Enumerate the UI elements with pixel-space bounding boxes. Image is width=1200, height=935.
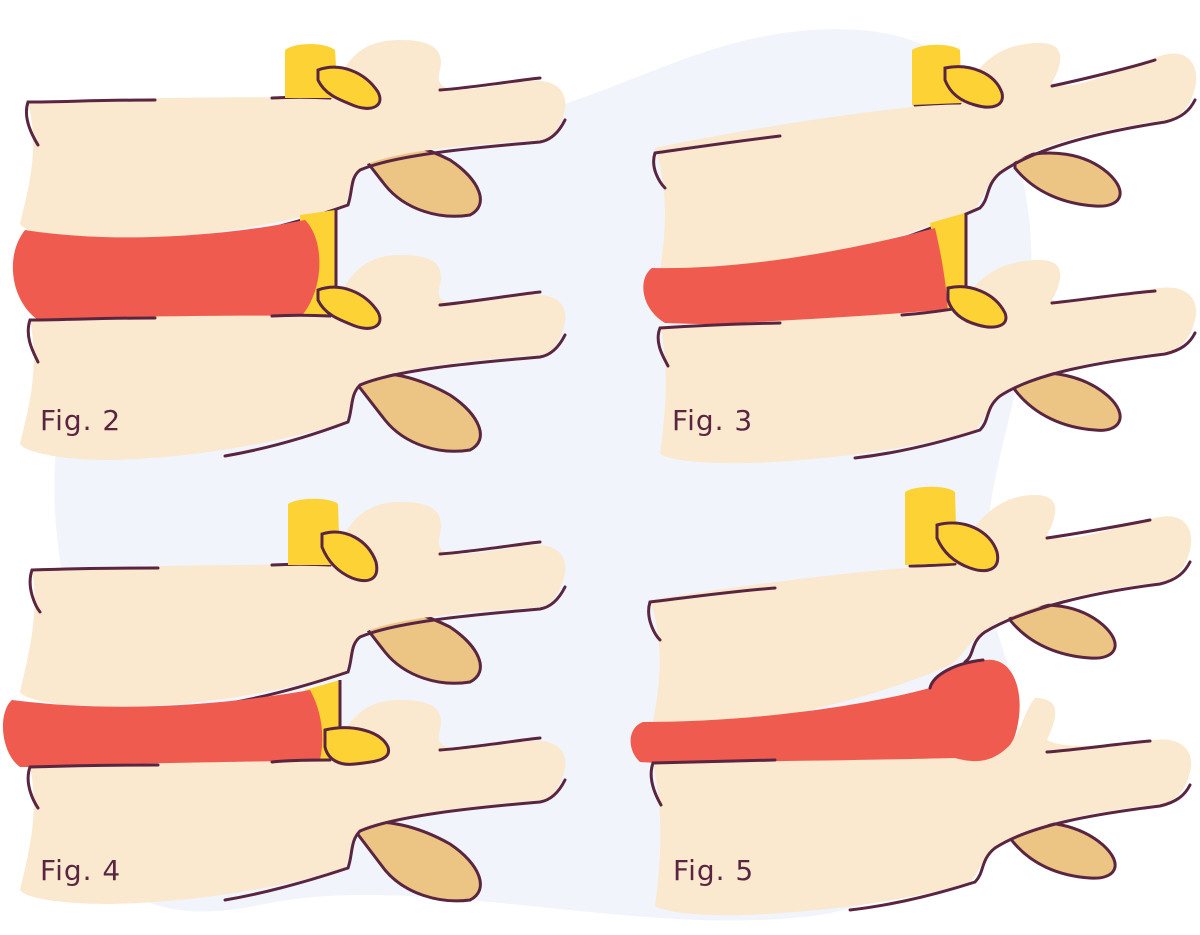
- lower-vertebra: [20, 255, 567, 460]
- spinous-process: [347, 820, 482, 903]
- vertebra-body: [20, 700, 566, 904]
- spinous-process: [1013, 371, 1122, 432]
- nerve-ganglion-lower: [946, 285, 1008, 329]
- vertebra-body: [650, 495, 1192, 728]
- vertebra-outline: [26, 290, 567, 458]
- vertebra-body: [20, 40, 566, 240]
- spinous-process: [1013, 151, 1122, 208]
- vertebra-body: [20, 502, 566, 707]
- figure-label: Fig. 4: [40, 854, 121, 887]
- spinous-process: [347, 371, 482, 453]
- vertebra-outline: [656, 289, 1197, 460]
- lower-vertebra: [656, 260, 1197, 464]
- lower-vertebra: [20, 700, 567, 904]
- upper-vertebra: [652, 43, 1197, 275]
- figure-4: Fig. 4: [2, 498, 567, 904]
- vertebra-outline: [647, 518, 1192, 664]
- vertebra-body: [655, 43, 1197, 275]
- lower-vertebra: [649, 698, 1192, 916]
- figure-label: Fig. 2: [40, 404, 121, 437]
- intervertebral-disc: [12, 220, 320, 323]
- figure-3: Fig. 3: [643, 43, 1197, 464]
- figure-2: Fig. 2: [12, 40, 567, 460]
- nerve-ganglion: [943, 65, 1004, 109]
- upper-vertebra: [647, 495, 1192, 728]
- vertebra-body: [20, 255, 566, 460]
- vertebra-outline: [26, 736, 567, 902]
- intervertebral-disc: [630, 659, 1020, 767]
- vertebra-outline: [649, 739, 1192, 912]
- vertebra-body: [660, 260, 1197, 464]
- figure-label: Fig. 5: [673, 854, 754, 887]
- intervertebral-disc: [2, 690, 323, 767]
- nerve-ganglion: [935, 521, 1000, 573]
- upper-vertebra: [20, 40, 567, 240]
- spinous-process: [1008, 603, 1117, 660]
- figure-5: Fig. 5: [630, 486, 1192, 916]
- intervertebral-disc: [643, 228, 948, 325]
- nerve-ganglion: [320, 530, 379, 583]
- figure-label: Fig. 3: [672, 404, 753, 437]
- nerve-ganglion-lower: [323, 726, 391, 766]
- upper-vertebra: [20, 502, 567, 707]
- nerve-ganglion-lower: [316, 285, 382, 330]
- nerve-ganglion: [316, 65, 382, 110]
